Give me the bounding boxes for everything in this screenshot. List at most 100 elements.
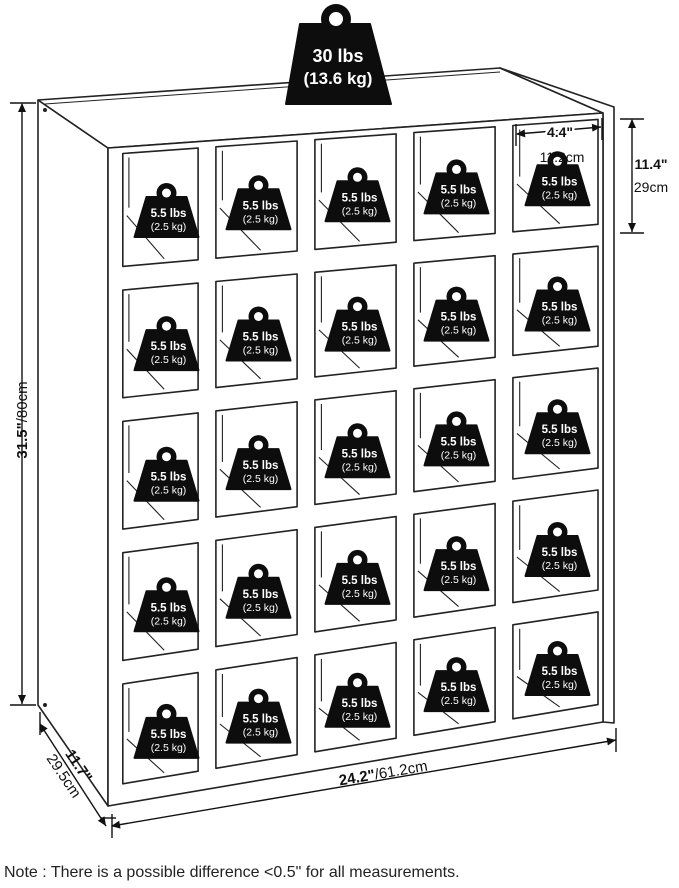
- weight-lbs-text: 5.5 lbs: [542, 302, 578, 314]
- weight-lbs-text: 5.5 lbs: [441, 312, 477, 324]
- weight-kg-text: (2.5 kg): [151, 485, 187, 497]
- weight-lbs-text: 5.5 lbs: [441, 561, 477, 573]
- weight-handle-hole: [353, 172, 362, 182]
- top-edge-line: [44, 71, 501, 105]
- weight-handle-hole: [254, 694, 263, 704]
- weight-lbs-text: 5.5 lbs: [243, 714, 279, 726]
- weight-lbs-text: 5.5 lbs: [342, 448, 378, 460]
- weight-kg-text: (2.5 kg): [342, 335, 378, 347]
- weight-handle-hole: [553, 156, 562, 166]
- weight-icon: 5.5 lbs(2.5 kg): [225, 306, 292, 362]
- weight-handle-hole: [452, 541, 461, 551]
- width-inches: 24.2": [338, 767, 377, 790]
- weight-kg-text: (2.5 kg): [243, 345, 279, 357]
- weight-kg-text: (2.5 kg): [441, 695, 477, 707]
- height-dimension: [10, 102, 36, 706]
- weight-icon: 5.5 lbs(2.5 kg): [423, 657, 490, 713]
- weight-kg-text: (2.5 kg): [243, 473, 279, 485]
- weight-icon: 5.5 lbs(2.5 kg): [423, 411, 490, 467]
- measurement-note: Note : There is a possible difference <0…: [4, 864, 460, 881]
- weight-handle-hole: [553, 404, 562, 414]
- weight-kg-text: (2.5 kg): [542, 560, 578, 572]
- weight-lbs-text: 5.5 lbs: [342, 192, 378, 204]
- screw-mark: [42, 702, 47, 707]
- weight-handle-hole: [452, 662, 461, 672]
- weight-lbs-text: 5.5 lbs: [243, 200, 279, 212]
- cubby-height-cm: 29cm: [634, 179, 668, 195]
- weight-icon: 5.5 lbs(2.5 kg): [324, 296, 391, 352]
- weight-handle-hole: [353, 428, 362, 438]
- cubby-width-dimension: [515, 118, 603, 146]
- weight-handle-hole: [553, 527, 562, 537]
- width-dimension: [111, 728, 617, 838]
- weight-icon: 5.5 lbs(2.5 kg): [524, 641, 591, 696]
- height-label: 31.5"/80cm: [14, 381, 31, 458]
- weight-kg-text: (2.5 kg): [441, 325, 477, 337]
- weight-lbs-text: 5.5 lbs: [441, 436, 477, 448]
- cubby-height-dimension: [620, 118, 644, 234]
- weight-icon: 5.5 lbs(2.5 kg): [225, 435, 292, 491]
- weight-icon: 5.5 lbs(2.5 kg): [324, 167, 391, 223]
- weight-lbs-text: 5.5 lbs: [542, 547, 578, 559]
- weight-icon: 5.5 lbs(2.5 kg): [225, 563, 292, 619]
- cubby-width-cm: 11.2cm: [540, 149, 585, 165]
- weight-handle-hole: [162, 709, 171, 719]
- weight-handle-hole: [553, 646, 562, 656]
- weight-lbs-text: 5.5 lbs: [151, 729, 187, 741]
- weight-icon: 5.5 lbs(2.5 kg): [423, 536, 490, 592]
- weight-kg-text: (2.5 kg): [243, 602, 279, 614]
- weight-handle-hole: [162, 582, 171, 592]
- weight-kg-text: (2.5 kg): [151, 742, 187, 754]
- weight-lbs-text: 5.5 lbs: [342, 322, 378, 334]
- height-cm: /80cm: [14, 381, 31, 422]
- screw-mark: [42, 108, 47, 113]
- weight-handle-hole: [162, 321, 171, 331]
- weight-handle-hole: [353, 678, 362, 688]
- weight-handle-hole: [254, 312, 263, 321]
- left-side-panel: [37, 99, 109, 807]
- weight-kg-text: (2.5 kg): [342, 711, 378, 723]
- weight-handle-hole: [353, 302, 362, 312]
- weight-kg-text: (2.5 kg): [542, 189, 578, 201]
- weight-icon: 5.5 lbs(2.5 kg): [225, 175, 292, 231]
- weight-icon: 5.5 lbs(2.5 kg): [324, 672, 391, 728]
- weight-kg-text: (2.5 kg): [151, 615, 187, 627]
- weight-kg-text: (2.5 kg): [243, 213, 279, 225]
- weight-lbs-text: 5.5 lbs: [151, 602, 187, 614]
- height-inches: 31.5": [14, 422, 31, 458]
- weight-handle-hole: [162, 188, 171, 198]
- weight-handle-hole: [162, 452, 171, 462]
- cubby-weights: 5.5 lbs(2.5 kg)5.5 lbs(2.5 kg)5.5 lbs(2.…: [133, 151, 591, 759]
- weight-handle-hole: [452, 416, 461, 426]
- weight-kg-text: (2.5 kg): [441, 197, 477, 209]
- weight-handle-hole: [254, 440, 263, 450]
- weight-handle-hole: [254, 180, 263, 190]
- weight-handle-hole: [553, 282, 562, 291]
- weight-icon: 5.5 lbs(2.5 kg): [133, 316, 200, 372]
- weight-icon: 5.5 lbs(2.5 kg): [133, 446, 200, 502]
- weight-icon: 5.5 lbs(2.5 kg): [524, 151, 591, 207]
- weight-lbs-text: 5.5 lbs: [151, 341, 187, 353]
- cubby-height-inches: 11.4": [634, 156, 667, 172]
- weight-kg-text: (2.5 kg): [151, 354, 187, 366]
- weight-icon: 5.5 lbs(2.5 kg): [524, 522, 591, 577]
- weight-lbs-text: 5.5 lbs: [441, 184, 477, 196]
- weight-kg-text: (2.5 kg): [243, 727, 279, 739]
- top-weight-icon: 30 lbs (13.6 kg): [285, 4, 392, 105]
- weight-icon: 5.5 lbs(2.5 kg): [524, 276, 591, 332]
- weight-kg-text: (2.5 kg): [542, 437, 578, 449]
- weight-kg-text: (2.5 kg): [342, 461, 378, 473]
- weight-lbs-text: 5.5 lbs: [243, 332, 279, 344]
- weight-kg-text: (2.5 kg): [342, 205, 378, 217]
- cubby-width-inches: 4.4": [547, 124, 573, 140]
- weight-icon: 5.5 lbs(2.5 kg): [324, 549, 391, 605]
- width-cm: /61.2cm: [373, 758, 428, 784]
- weight-lbs-text: 5.5 lbs: [441, 682, 477, 694]
- weight-icon: 5.5 lbs(2.5 kg): [423, 286, 490, 342]
- weight-icon: 5.5 lbs(2.5 kg): [133, 577, 200, 633]
- weight-kg-text: (2.5 kg): [542, 679, 578, 691]
- weight-lbs-text: 5.5 lbs: [243, 460, 279, 472]
- weight-handle-hole: [353, 555, 362, 565]
- weight-lbs-text: 5.5 lbs: [151, 472, 187, 484]
